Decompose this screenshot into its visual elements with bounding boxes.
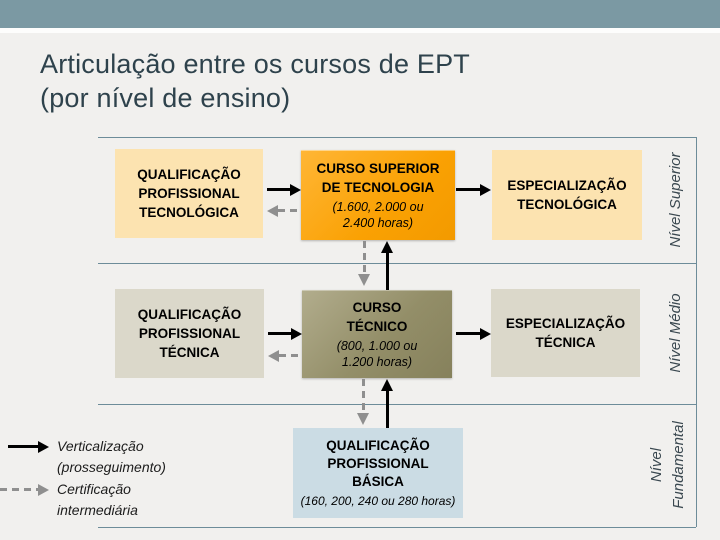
top-divider-strip [0,28,720,33]
box-label: QUALIFICAÇÃO PROFISSIONAL BÁSICA [326,438,430,489]
level-divider-bottom [98,527,696,528]
arrowhead-left-icon [268,350,279,362]
legend-verticalizacao-label: Verticalização (prosseguimento) [57,438,166,475]
slide-title-line2: (por nível de ensino) [40,83,291,113]
arrowhead-right-icon [38,484,49,496]
arrowhead-down-icon [357,413,369,425]
box-label: CURSO TÉCNICO [346,300,408,334]
box-curso-tecnico: CURSO TÉCNICO (800, 1.000 ou 1.200 horas… [302,290,452,378]
box-hours: (800, 1.000 ou 1.200 horas) [336,339,418,369]
slide-title: Articulação entre os cursos de EPT (por … [40,47,470,115]
level-divider-medio-fundamental [98,404,696,405]
top-accent-bar [0,0,720,28]
box-hours: (1.600, 2.000 ou 2.400 horas) [332,200,424,230]
arrowhead-right-icon [480,328,491,340]
arrowhead-down-icon [358,274,370,286]
level-divider-superior-medio [98,263,696,264]
box-qualificacao-profissional-tecnologica: QUALIFICAÇÃO PROFISSIONAL TECNOLÓGICA [115,149,263,238]
box-label: QUALIFICAÇÃO PROFISSIONAL TECNOLÓGICA [137,167,241,220]
box-especializacao-tecnologica: ESPECIALIZAÇÃO TECNOLÓGICA [492,150,642,240]
level-label-medio: Nível Médio [667,293,684,373]
box-especializacao-tecnica: ESPECIALIZAÇÃO TÉCNICA [491,289,640,377]
box-label: QUALIFICAÇÃO PROFISSIONAL TÉCNICA [137,307,242,360]
box-qualificacao-profissional-tecnica: QUALIFICAÇÃO PROFISSIONAL TÉCNICA [115,289,264,378]
box-label: ESPECIALIZAÇÃO TÉCNICA [505,316,626,350]
arrowhead-left-icon [267,205,278,217]
arrowhead-right-icon [480,184,491,196]
box-label: ESPECIALIZAÇÃO TECNOLÓGICA [507,178,627,212]
legend-certificacao-label: Certificação intermediária [57,481,138,518]
box-curso-superior-de-tecnologia: CURSO SUPERIOR DE TECNOLOGIA (1.600, 2.0… [301,150,455,240]
arrowhead-right-icon [290,184,301,196]
level-axis-line [696,137,697,527]
box-hours: (160, 200, 240 ou 280 horas) [300,494,456,508]
box-qualificacao-profissional-basica: QUALIFICAÇÃO PROFISSIONAL BÁSICA (160, 2… [293,428,463,518]
slide-title-line1: Articulação entre os cursos de EPT [40,49,470,79]
box-label: CURSO SUPERIOR DE TECNOLOGIA [316,161,440,195]
level-label-superior: Nível Superior [667,152,684,248]
arrowhead-right-icon [38,441,49,453]
arrowhead-up-icon [381,379,393,391]
arrowhead-up-icon [381,241,393,253]
arrowhead-right-icon [291,328,302,340]
level-divider-top [98,137,696,138]
level-label-fundamental: Nível Fundamental [648,421,687,509]
